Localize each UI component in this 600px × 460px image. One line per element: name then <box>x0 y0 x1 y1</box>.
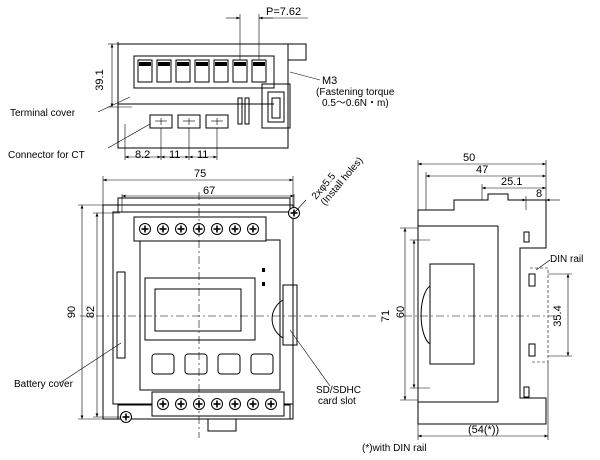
dim-90-label: 90 <box>66 306 78 318</box>
terminal-cover-label: Terminal cover <box>10 108 76 119</box>
torque-line1: (Fastening torque <box>316 87 395 98</box>
torque-line2: 0.5～0.6N・m) <box>322 98 389 109</box>
battery-cover-label: Battery cover <box>14 379 74 390</box>
din-rail-label: DIN rail <box>550 254 583 265</box>
dim-35-4-label: 35.4 <box>552 305 564 326</box>
front-keys <box>151 353 274 375</box>
dim-67-label: 67 <box>203 185 215 197</box>
dim-75-label: 75 <box>194 168 206 180</box>
dim-8-2-label: 8.2 <box>135 149 150 161</box>
din-rail-footnote: (*)with DIN rail <box>362 443 426 454</box>
dim-82-label: 82 <box>85 306 97 318</box>
dim-60-label: 60 <box>395 306 407 318</box>
dim-54-label: (54(*)) <box>468 424 499 436</box>
dim-39-1-label: 39.1 <box>94 69 106 90</box>
top-view: P=7.62 39.1 8.2 11 <box>8 6 395 161</box>
sd-card-line1: SD/SDHC <box>316 385 361 396</box>
pitch-label: P=7.62 <box>266 6 301 18</box>
m3-label: M3 <box>322 75 337 87</box>
sd-card-line2: card slot <box>318 396 356 407</box>
dim-8-label: 8 <box>536 188 542 200</box>
dim-11-b-label: 11 <box>197 149 208 161</box>
dim-47-label: 47 <box>476 164 488 176</box>
dim-11-a-label: 11 <box>169 149 180 161</box>
connector-ct-label: Connector for CT <box>8 150 85 161</box>
dim-71-label: 71 <box>380 310 392 322</box>
side-view: 50 47 25.1 8 71 60 35.4 DIN rail (54(*))… <box>362 152 583 454</box>
ct-connectors <box>149 114 229 129</box>
front-view: 75 67 90 82 2xφ5.5 (Install holes) Batte… <box>14 155 378 438</box>
dim-25-1-label: 25.1 <box>501 176 522 188</box>
dim-50-label: 50 <box>463 152 475 164</box>
